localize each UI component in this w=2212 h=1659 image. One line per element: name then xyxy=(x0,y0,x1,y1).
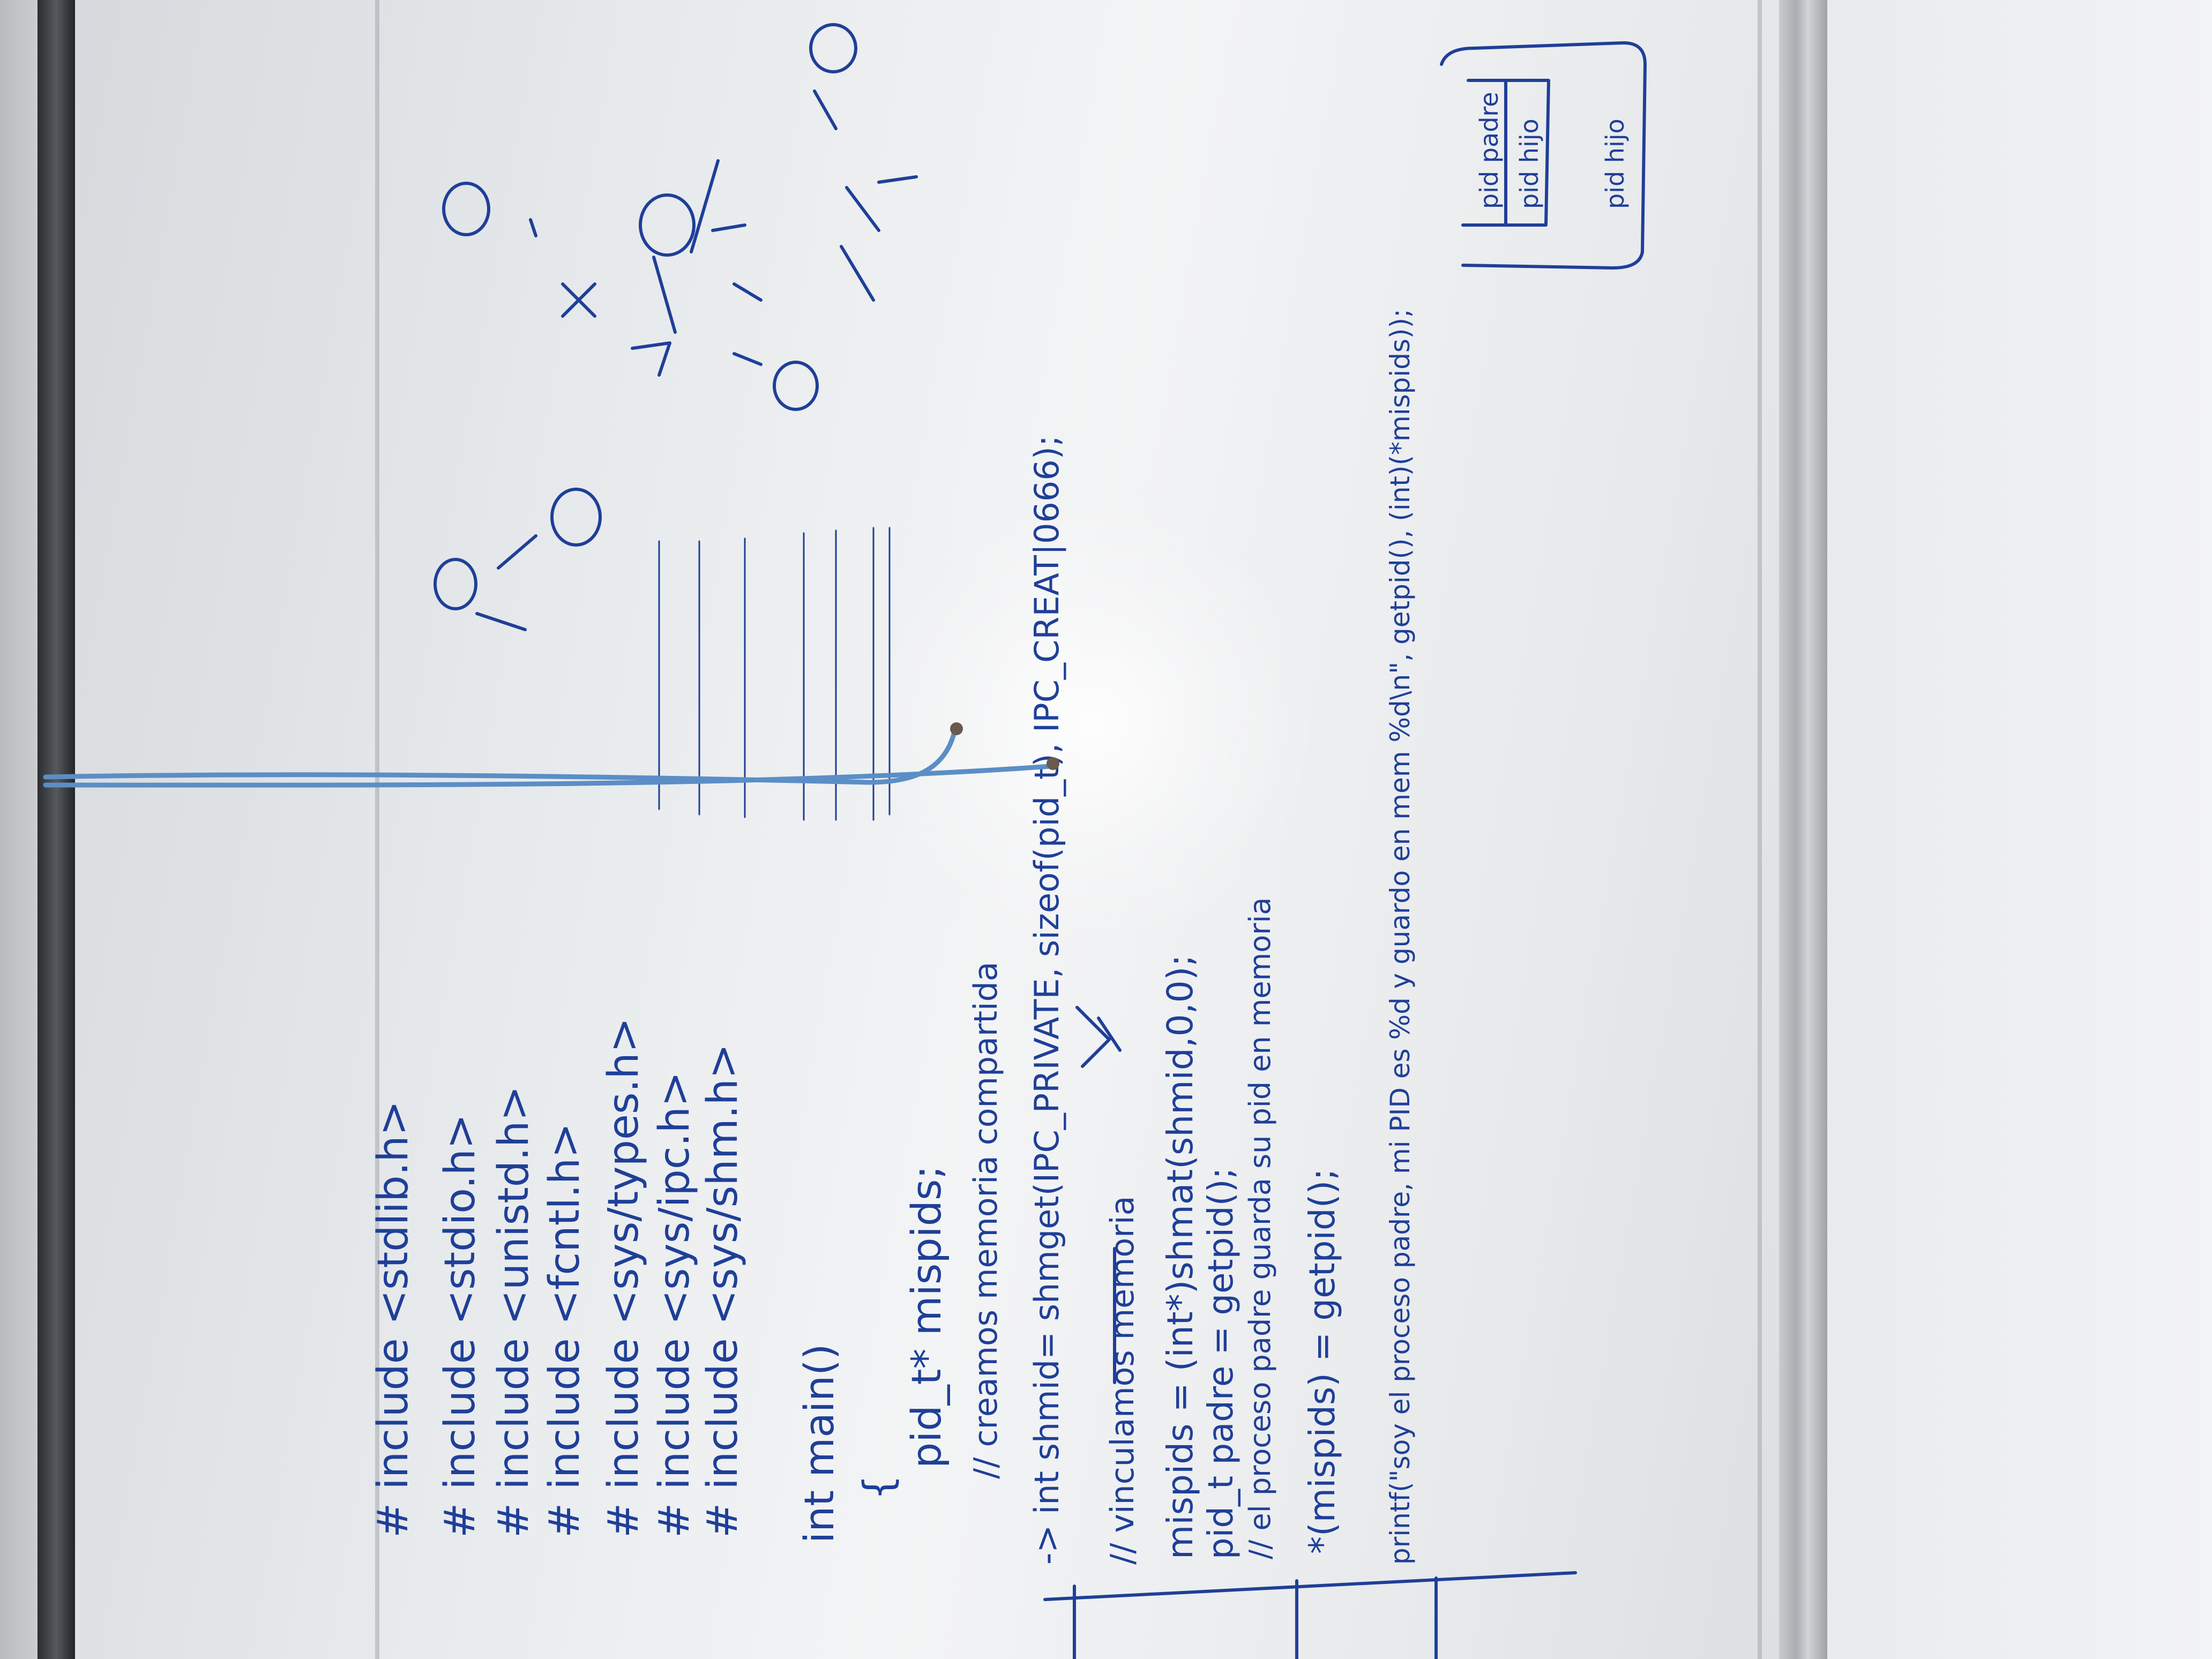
tree-edge xyxy=(877,175,918,184)
include-line: # include <sys/ipc.h> xyxy=(651,1072,699,1538)
cable xyxy=(43,731,956,785)
code-line: int main() xyxy=(795,1344,843,1543)
pid-table-cell: pid padre xyxy=(1475,92,1504,209)
light-glare xyxy=(852,482,1334,965)
include-line: # include <stdio.h> xyxy=(436,1114,484,1538)
cable-end xyxy=(950,722,963,735)
tree-edge xyxy=(652,256,677,334)
whiteboard-surface xyxy=(75,0,1779,1659)
board-panel-seam xyxy=(1758,0,1762,1659)
pid-table-cell: pid hijo xyxy=(1601,118,1630,209)
pid-table-border xyxy=(1440,41,1647,270)
right-wall xyxy=(1827,0,2212,1659)
tree-edge xyxy=(475,612,527,631)
code-line: mispids = (int*)shmat(shmid,0,0); xyxy=(1160,954,1201,1559)
tree-edge xyxy=(813,89,838,130)
right-board-frame xyxy=(1779,0,1827,1659)
tree-edge xyxy=(529,218,537,237)
process-node xyxy=(773,361,819,411)
code-line: pid_t padre = getpid(); xyxy=(1201,1168,1241,1559)
tree-edge xyxy=(733,352,763,366)
process-node xyxy=(442,182,490,236)
board-panel-seam xyxy=(375,0,379,1659)
comment-line: // el proceso padre guarda su pid en mem… xyxy=(1243,897,1277,1559)
process-node xyxy=(434,558,477,610)
tree-edge xyxy=(845,186,880,232)
left-board-frame xyxy=(38,0,75,1659)
include-line: # include <stdlib.h> xyxy=(369,1101,417,1538)
code-line: printf("soy el proceso padre, mi PID es … xyxy=(1385,309,1416,1565)
code-line: -> int shmid= shmget(IPC_PRIVATE, sizeof… xyxy=(1027,435,1067,1565)
process-node xyxy=(809,23,857,73)
tree-edge xyxy=(690,159,720,253)
cross-mark xyxy=(561,282,596,318)
cable xyxy=(43,764,1053,788)
scribble-mark xyxy=(631,341,671,377)
comment-line: // creamos memoria compartida xyxy=(967,962,1005,1479)
ruled-strips xyxy=(658,527,891,821)
code-line: pid_t* mispids; xyxy=(902,1165,950,1468)
process-node xyxy=(639,193,696,257)
tree-edge xyxy=(497,534,537,570)
pid-table-cell: pid hijo xyxy=(1515,118,1544,209)
cable-end xyxy=(1047,757,1059,770)
process-node xyxy=(550,488,602,547)
pid-table: pid padre pid hijo pid hijo xyxy=(1440,41,1647,270)
arrow-mark xyxy=(1075,1006,1122,1068)
tree-edge xyxy=(733,282,763,302)
include-lines: # include <stdlib.h> # include <stdio.h>… xyxy=(369,1018,747,1538)
include-line: # include <unistd.h> xyxy=(490,1086,538,1538)
code-lines: int main() { pid_t* mispids; // creamos … xyxy=(795,309,1416,1565)
code-line: { xyxy=(854,1475,902,1500)
tree-edge xyxy=(840,245,875,302)
include-line: # include <sys/types.h> xyxy=(600,1018,648,1538)
tree-edge xyxy=(711,223,746,232)
include-line: # include <sys/shm.h> xyxy=(699,1044,747,1538)
comment-line: // vinculamos memoria xyxy=(1104,1196,1141,1565)
table-line xyxy=(1043,1571,1577,1601)
include-line: # include <fcntl.h> xyxy=(541,1123,589,1538)
process-tree-diagram xyxy=(434,23,918,631)
code-line: *(mispids) = getpid(); xyxy=(1302,1168,1343,1554)
